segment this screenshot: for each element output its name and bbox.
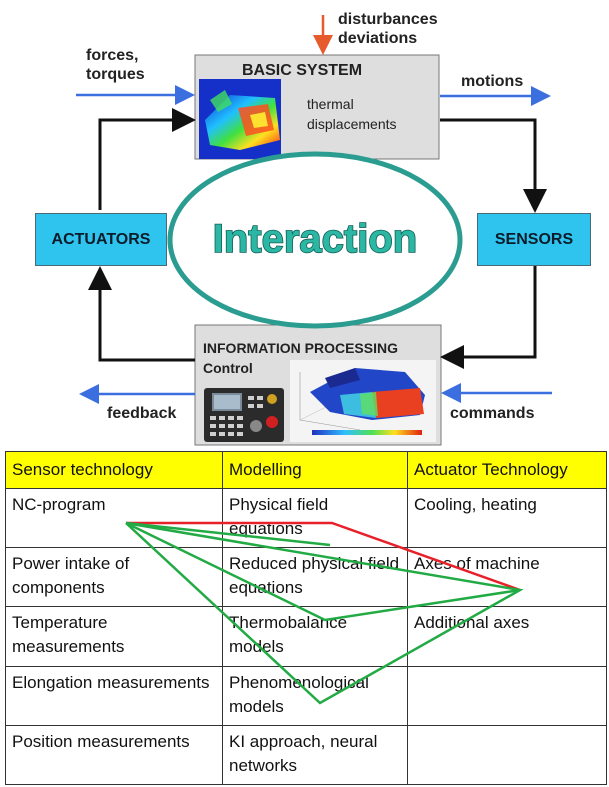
table-cell: Position measurements [5,724,223,786]
interaction-diagram [76,15,552,446]
motions-label: motions [461,73,524,90]
info-processing-title: INFORMATION PROCESSING [203,340,398,356]
table-cell [407,724,607,786]
loop-arrow-actuators [88,266,195,362]
table-row: Position measurements KI approach, neura… [5,724,607,786]
table-cell: Temperature measurements [5,606,223,667]
table-cell: Axes of machine [407,547,607,608]
commands-label: commands [450,405,535,422]
table-cell [407,665,607,726]
table-cell: Phenomenological models [222,665,408,726]
header-sensor-technology: Sensor technology [5,450,223,490]
table-row: Power intake of components Reduced physi… [5,547,607,608]
table-cell: KI approach, neural networks [222,724,408,786]
technology-table: Sensor technology Modelling Actuator Tec… [5,450,607,786]
thermal-displacements-note: thermal displacements [307,96,397,132]
header-actuator-technology: Actuator Technology [407,450,607,490]
table-row: Temperature measurements Thermobalance m… [5,606,607,667]
table-row: Elongation measurements Phenomenological… [5,665,607,726]
table-header-row: Sensor technology Modelling Actuator Tec… [5,450,607,490]
simulation-image [290,360,436,442]
sensors-box: SENSORS [477,213,591,266]
interaction-title: Interaction [212,216,418,262]
svg-text:Interaction: Interaction [213,217,417,261]
table-row: NC-program Physical field equations Cool… [5,488,607,549]
table-cell: Reduced physical field equations [222,547,408,608]
control-panel-image [204,388,284,442]
header-modelling: Modelling [222,450,408,490]
table-cell: Cooling, heating [407,488,607,549]
table-cell: Power intake of components [5,547,223,608]
loop-arrow-basic-system [98,108,196,210]
feedback-label: feedback [107,405,177,422]
actuators-box: ACTUATORS [35,213,167,266]
table-cell: Physical field equations [222,488,408,549]
table-cell: Thermobalance models [222,606,408,667]
loop-arrow-processing [440,265,537,369]
thermal-image [199,79,281,159]
table-cell: Elongation measurements [5,665,223,726]
disturbances-label: disturbances deviations [338,11,438,47]
loop-arrow-sensors [440,118,547,213]
basic-system-title: BASIC SYSTEM [242,62,363,79]
control-label: Control [203,360,253,376]
table-cell: Additional axes [407,606,607,667]
interaction-ellipse [167,151,463,329]
forces-label: forces, torques [86,47,145,83]
table-cell: NC-program [5,488,223,549]
